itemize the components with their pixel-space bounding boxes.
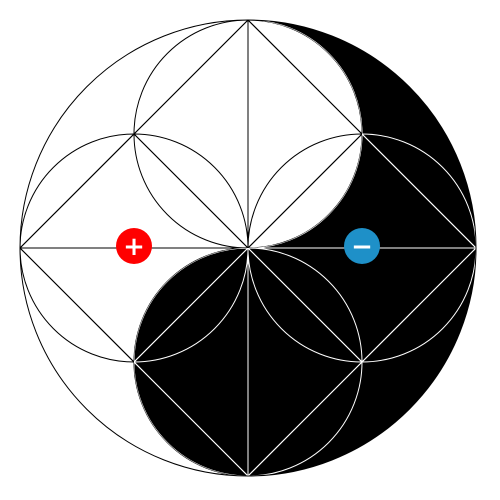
inner-edge-12 bbox=[361, 247, 476, 363]
minus-badge: − bbox=[344, 228, 380, 264]
outer-circle-outline bbox=[19, 19, 477, 477]
inner-edge-2 bbox=[247, 133, 363, 249]
plus-icon: + bbox=[123, 232, 145, 262]
inner-edge-10 bbox=[20, 247, 135, 363]
inner-edge-5 bbox=[134, 361, 249, 476]
minus-icon: − bbox=[351, 232, 373, 262]
inner-edge-4 bbox=[133, 20, 249, 135]
inner-edge-8 bbox=[247, 361, 363, 476]
plus-badge: + bbox=[116, 228, 152, 264]
inner-edge-7 bbox=[247, 247, 363, 363]
inner-edge-11 bbox=[361, 133, 476, 249]
inner-edge-9 bbox=[20, 133, 135, 249]
inner-edge-3 bbox=[133, 133, 249, 249]
inner-edge-1 bbox=[247, 20, 363, 135]
inner-edge-6 bbox=[134, 247, 249, 363]
